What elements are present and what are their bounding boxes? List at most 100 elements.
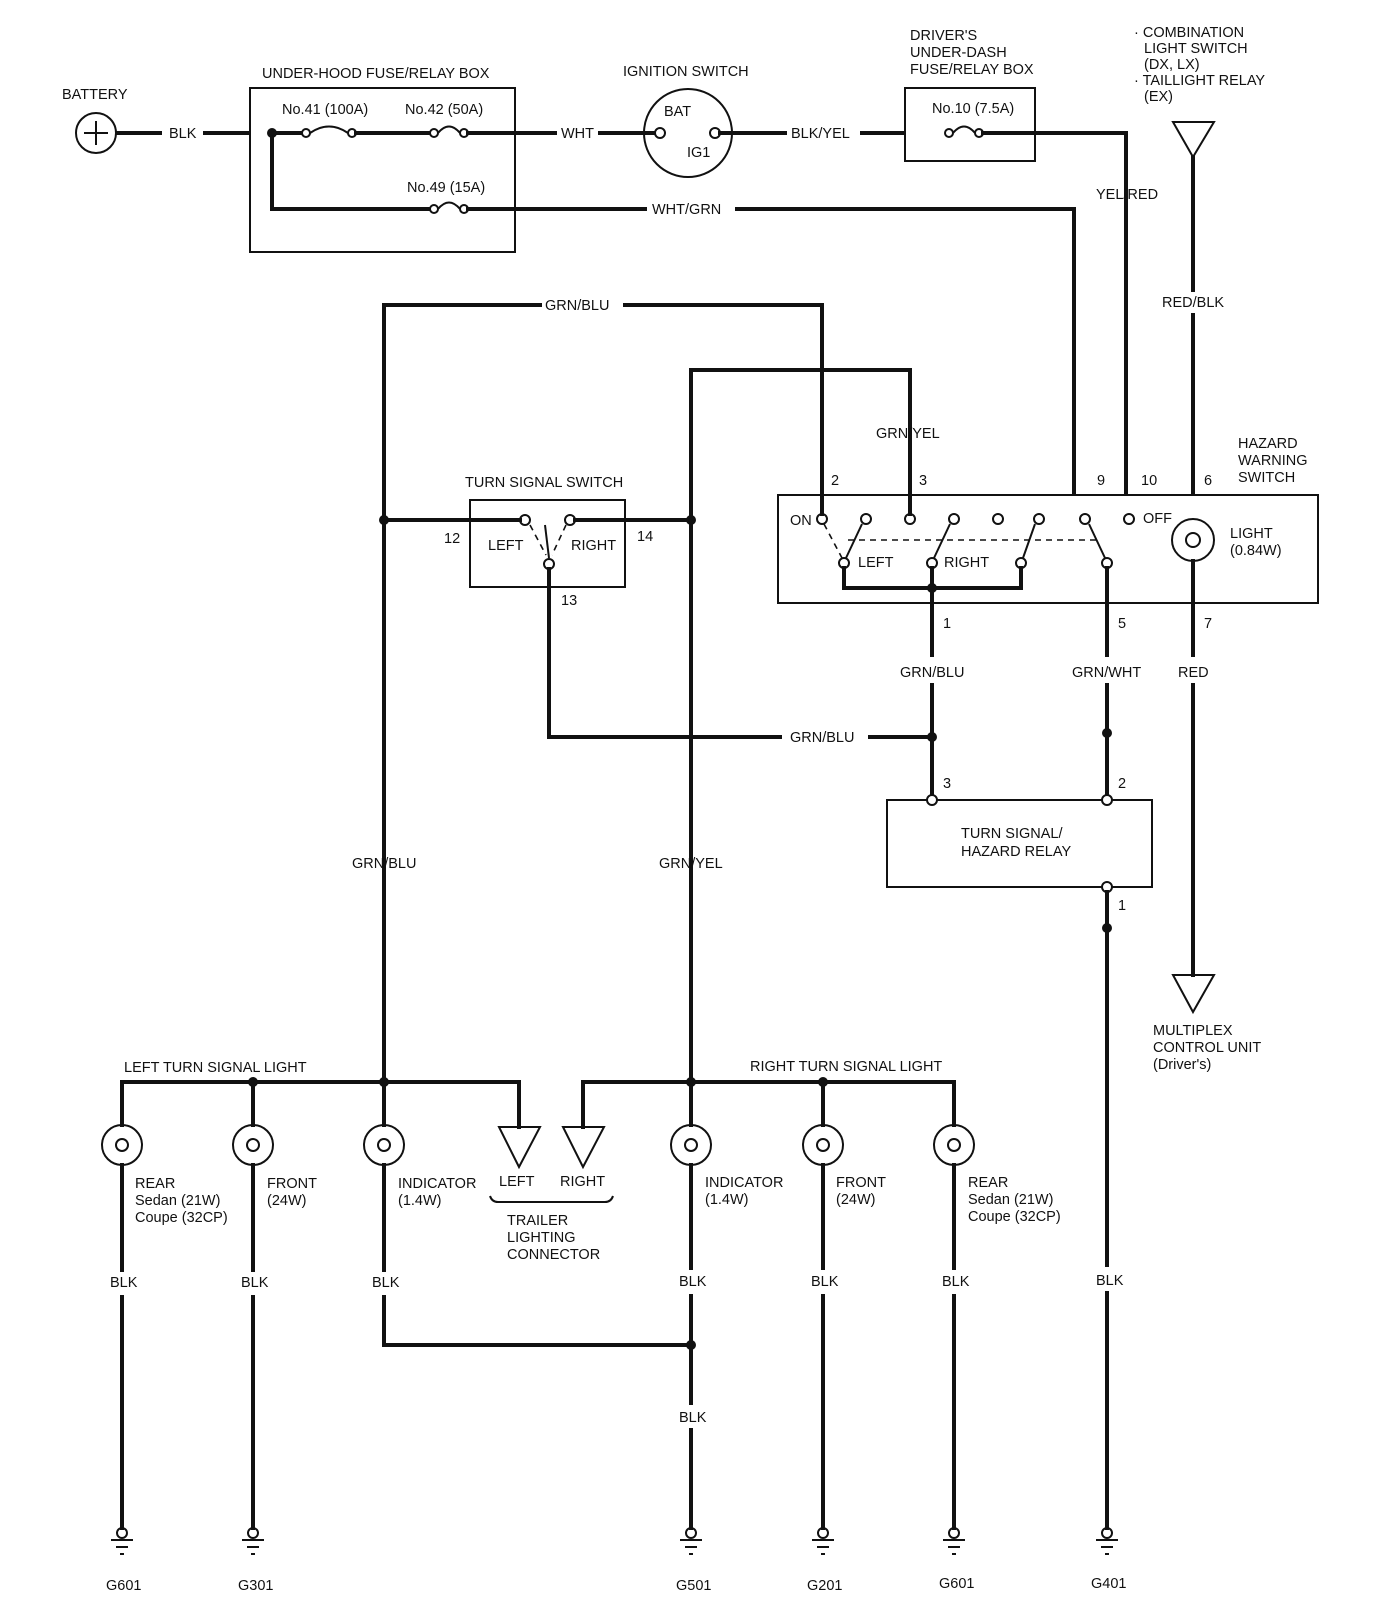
right-rear-label: REAR bbox=[968, 1175, 1008, 1191]
wire-label-blk-6: BLK bbox=[811, 1274, 839, 1290]
ground-g601-right bbox=[943, 1527, 965, 1555]
combo-label-5: (EX) bbox=[1144, 89, 1173, 105]
ignition-bat-label: BAT bbox=[664, 104, 691, 120]
right-front-label: FRONT bbox=[836, 1175, 886, 1191]
ground-g401 bbox=[1096, 1527, 1118, 1555]
wire-label-blk-5: BLK bbox=[679, 1410, 707, 1426]
ground-label-g601-right: G601 bbox=[939, 1576, 974, 1592]
pin-2-label: 2 bbox=[831, 473, 839, 489]
grn-blu-top-wire bbox=[379, 303, 824, 1084]
ground-label-g401: G401 bbox=[1091, 1576, 1126, 1592]
trailer-left-connector bbox=[497, 1126, 542, 1170]
right-indicator-bulb bbox=[670, 1124, 712, 1166]
grn-wht-wire bbox=[1102, 566, 1112, 797]
pin-5-label: 5 bbox=[1118, 616, 1126, 632]
ground-label-g601-left: G601 bbox=[106, 1578, 141, 1594]
ground-wires bbox=[120, 1163, 956, 1530]
ignition-ig1-label: IG1 bbox=[687, 145, 710, 161]
grn-blu-hazard-relay-wire bbox=[927, 586, 937, 797]
wire-label-grn-yel-top: GRN/YEL bbox=[876, 426, 940, 442]
hazard-off-label: OFF bbox=[1143, 511, 1172, 527]
wire-label-wht-grn: WHT/GRN bbox=[652, 202, 721, 218]
relay-label-2: HAZARD RELAY bbox=[961, 844, 1071, 860]
mcu-label-3: (Driver's) bbox=[1153, 1057, 1211, 1073]
left-rear-sedan: Sedan (21W) bbox=[135, 1193, 220, 1209]
combo-label-4: · TAILLIGHT RELAY bbox=[1134, 73, 1265, 89]
underdash-box-label-3: FUSE/RELAY BOX bbox=[910, 62, 1034, 78]
turn-signal-hazard-relay bbox=[886, 799, 1153, 888]
hazard-on-label: ON bbox=[790, 513, 812, 529]
trailer-label-2: LIGHTING bbox=[507, 1230, 575, 1246]
pin-10-label: 10 bbox=[1141, 473, 1157, 489]
relay-pin-2-label: 2 bbox=[1118, 776, 1126, 792]
fuse-49-label: No.49 (15A) bbox=[407, 180, 485, 196]
left-bus bbox=[120, 1077, 521, 1129]
pin-9-label: 9 bbox=[1097, 473, 1105, 489]
wire-label-grn-wht: GRN/WHT bbox=[1072, 665, 1141, 681]
underdash-box-label-2: UNDER-DASH bbox=[910, 45, 1007, 61]
pin-1-label: 1 bbox=[943, 616, 951, 632]
left-indicator-bulb bbox=[363, 1124, 405, 1166]
combo-label-1: · COMBINATION bbox=[1134, 25, 1244, 41]
pin-14-label: 14 bbox=[637, 529, 653, 545]
right-rear-bulb bbox=[933, 1124, 975, 1166]
left-turn-signal-light-label: LEFT TURN SIGNAL LIGHT bbox=[124, 1060, 307, 1076]
ground-g601-left bbox=[111, 1527, 133, 1555]
wire-label-grn-blu-hazard: GRN/BLU bbox=[900, 665, 964, 681]
tss-left-label: LEFT bbox=[488, 538, 524, 554]
ground-g201 bbox=[812, 1527, 834, 1555]
right-rear-sedan: Sedan (21W) bbox=[968, 1192, 1053, 1208]
wire-label-yel-red: YEL/RED bbox=[1096, 187, 1158, 203]
fuse-10 bbox=[944, 125, 1128, 507]
trailer-right-label: RIGHT bbox=[560, 1174, 605, 1190]
trailer-bracket bbox=[489, 1195, 614, 1203]
left-rear-coupe: Coupe (32CP) bbox=[135, 1210, 228, 1226]
turn-signal-switch-label: TURN SIGNAL SWITCH bbox=[465, 475, 623, 491]
tss-right-label: RIGHT bbox=[571, 538, 616, 554]
hazard-left-label: LEFT bbox=[858, 555, 894, 571]
fuse-10-label: No.10 (7.5A) bbox=[932, 101, 1014, 117]
right-bus bbox=[581, 1077, 956, 1129]
wht-grn-wire bbox=[513, 207, 1076, 510]
ground-label-g301: G301 bbox=[238, 1578, 273, 1594]
trailer-label-3: CONNECTOR bbox=[507, 1247, 600, 1263]
relay-ground-wire bbox=[1102, 890, 1112, 1530]
wire-label-wht: WHT bbox=[561, 126, 594, 142]
pin-3-label: 3 bbox=[919, 473, 927, 489]
grn-blu-tss-relay-wire bbox=[547, 567, 934, 739]
hazard-label-1: HAZARD bbox=[1238, 436, 1298, 452]
pin-12-label: 12 bbox=[444, 531, 460, 547]
trailer-right-connector bbox=[561, 1126, 606, 1170]
pin-6-label: 6 bbox=[1204, 473, 1212, 489]
trailer-label-1: TRAILER bbox=[507, 1213, 568, 1229]
right-indicator-label: INDICATOR bbox=[705, 1175, 783, 1191]
left-rear-label: REAR bbox=[135, 1176, 175, 1192]
fuse-41-label: No.41 (100A) bbox=[282, 102, 368, 118]
trailer-left-label: LEFT bbox=[499, 1174, 535, 1190]
fuse-42 bbox=[429, 125, 517, 138]
combo-label-2: LIGHT SWITCH bbox=[1144, 41, 1248, 57]
wire-label-grn-blu-left: GRN/BLU bbox=[352, 856, 416, 872]
wire-label-red-blk: RED/BLK bbox=[1162, 295, 1224, 311]
multiplex-control-unit-connector bbox=[1171, 974, 1216, 1015]
ground-label-g501: G501 bbox=[676, 1578, 711, 1594]
underdash-fuse-relay-box bbox=[904, 87, 1036, 162]
relay-pin-3-label: 3 bbox=[943, 776, 951, 792]
right-indicator-watt: (1.4W) bbox=[705, 1192, 749, 1208]
ground-label-g201: G201 bbox=[807, 1578, 842, 1594]
underhood-fuse-relay-box-label: UNDER-HOOD FUSE/RELAY BOX bbox=[262, 66, 490, 82]
hazard-right-label: RIGHT bbox=[944, 555, 989, 571]
left-indicator-label: INDICATOR bbox=[398, 1176, 476, 1192]
wire-label-blk-4: BLK bbox=[679, 1274, 707, 1290]
pin-13-label: 13 bbox=[561, 593, 577, 609]
wire-label-grn-blu-top: GRN/BLU bbox=[545, 298, 609, 314]
mcu-label-2: CONTROL UNIT bbox=[1153, 1040, 1261, 1056]
wire-label-blk-yel: BLK/YEL bbox=[791, 126, 850, 142]
wire-label-blk-2: BLK bbox=[241, 1275, 269, 1291]
right-turn-signal-light-label: RIGHT TURN SIGNAL LIGHT bbox=[750, 1059, 942, 1075]
wire-label-blk-battery: BLK bbox=[169, 126, 197, 142]
pin-7-label: 7 bbox=[1204, 616, 1212, 632]
underdash-box-label-1: DRIVER'S bbox=[910, 28, 977, 44]
wire-label-blk-1: BLK bbox=[110, 1275, 138, 1291]
